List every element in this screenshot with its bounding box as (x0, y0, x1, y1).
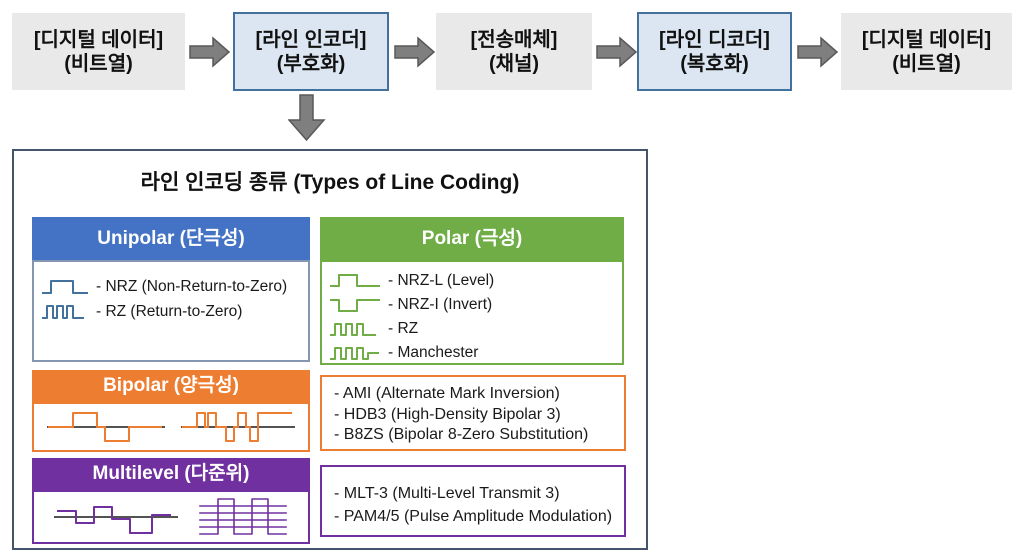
list-item-label: - RZ (388, 320, 419, 337)
down-arrow-icon (288, 94, 326, 142)
list-item: - HDB3 (High-Density Bipolar 3) (334, 405, 561, 423)
flow-box-line2: (비트열) (892, 52, 961, 75)
bipolar-listbox: - AMI (Alternate Mark Inversion) - HDB3 … (320, 375, 626, 451)
line-coding-panel: 라인 인코딩 종류 (Types of Line Coding) Unipola… (12, 149, 648, 550)
multilevel-header: Multilevel (다준위) (32, 458, 310, 490)
list-item: - Manchester (330, 341, 622, 365)
polar-nrzi-waveform-icon (330, 299, 380, 312)
flow-box-digital-data-left: [디지털 데이터] (비트열) (12, 13, 185, 90)
right-arrow-icon (394, 36, 436, 68)
flow-box-channel: [전송매체] (채널) (436, 13, 592, 90)
list-item: - B8ZS (Bipolar 8-Zero Substitution) (334, 426, 589, 443)
list-item: - RZ (Return-to-Zero) (42, 299, 308, 324)
multilevel-pam-waveform-icon (199, 498, 287, 535)
multilevel-card: Multilevel (다준위) (32, 458, 310, 544)
bipolar-header: Bipolar (양극성) (32, 370, 310, 402)
panel-title: 라인 인코딩 종류 (Types of Line Coding) (140, 171, 520, 194)
polar-header: Polar (극성) (320, 217, 624, 260)
unipolar-rz-waveform-icon (42, 304, 84, 319)
list-item: - NRZ-I (Invert) (330, 293, 622, 317)
unipolar-header: Unipolar (단극성) (32, 217, 310, 260)
polar-card: Polar (극성) - NRZ-L (Level) - NRZ-I (Inve… (320, 217, 624, 365)
flow-box-line1: [디지털 데이터] (861, 28, 992, 51)
list-item: - AMI (Alternate Mark Inversion) (334, 385, 560, 402)
flow-box-line2: (복호화) (680, 52, 749, 75)
list-item: - NRZ (Non-Return-to-Zero) (42, 274, 308, 299)
flow-box-line-decoder: [라인 디코더] (복호화) (637, 12, 792, 91)
list-item-label: - NRZ-L (Level) (388, 272, 495, 289)
multilevel-mlt3-waveform-icon (54, 506, 178, 534)
list-item: - NRZ-L (Level) (330, 269, 622, 293)
multilevel-body (32, 490, 310, 544)
unipolar-card: Unipolar (단극성) - NRZ (Non-Return-to-Zero… (32, 217, 310, 362)
bipolar-pulse-waveform-icon (180, 412, 295, 442)
right-arrow-icon (189, 36, 231, 68)
list-item-label: - NRZ (Non-Return-to-Zero) (96, 277, 288, 295)
unipolar-body: - NRZ (Non-Return-to-Zero) - RZ (Return-… (32, 260, 310, 362)
flow-box-line1: [라인 디코더] (659, 28, 770, 51)
flow-box-digital-data-right: [디지털 데이터] (비트열) (841, 13, 1012, 90)
polar-nrzl-waveform-icon (330, 274, 380, 287)
list-item-label: - NRZ-I (Invert) (388, 296, 493, 313)
flow-box-line2: (부호화) (276, 52, 346, 75)
flow-box-line-encoder: [라인 인코더] (부호화) (233, 12, 389, 91)
unipolar-nrz-waveform-icon (42, 279, 88, 294)
polar-rz-waveform-icon (330, 323, 376, 336)
bipolar-ami-waveform-icon (47, 412, 166, 442)
polar-manchester-waveform-icon (330, 347, 379, 360)
bipolar-card: Bipolar (양극성) (32, 370, 310, 452)
bipolar-body (32, 402, 310, 452)
list-item: - RZ (330, 317, 622, 341)
flow-box-line1: [라인 인코더] (255, 28, 367, 51)
list-item: - PAM4/5 (Pulse Amplitude Modulation) (334, 508, 613, 525)
polar-body: - NRZ-L (Level) - NRZ-I (Invert) - RZ - … (320, 260, 624, 365)
flow-box-line2: (비트열) (64, 52, 133, 75)
right-arrow-icon (797, 36, 839, 68)
flow-box-line2: (채널) (488, 52, 540, 75)
list-item-label: - Manchester (388, 344, 479, 361)
list-item-label: - RZ (Return-to-Zero) (96, 302, 243, 320)
multilevel-listbox: - MLT-3 (Multi-Level Transmit 3) - PAM4/… (320, 465, 626, 537)
right-arrow-icon (596, 36, 638, 68)
list-item: - MLT-3 (Multi-Level Transmit 3) (334, 485, 560, 502)
flow-box-line1: [전송매체] (470, 28, 558, 51)
flow-box-line1: [디지털 데이터] (33, 28, 164, 51)
